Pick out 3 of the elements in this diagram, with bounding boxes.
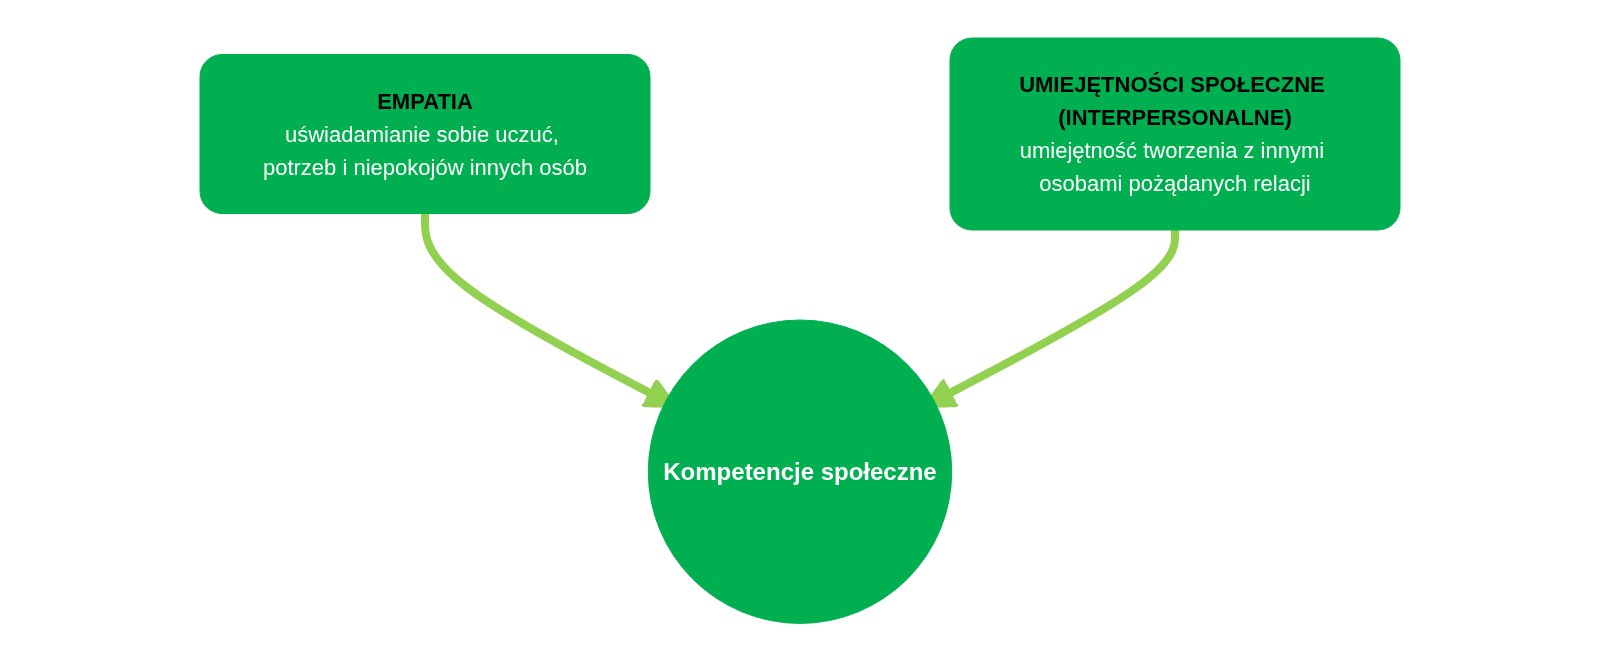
node-box: EMPATIA uświadamianie sobie uczuć, potrzeb i niepokojów innych osób	[199, 54, 651, 215]
node-circle: Kompetencje społeczne	[647, 319, 953, 625]
node-box: UMIEJĘTNOŚCI SPOŁECZNE (INTERPERSONALNE) umiejętność tworzenia z innymi osobami pożądanych relacji	[949, 37, 1401, 231]
